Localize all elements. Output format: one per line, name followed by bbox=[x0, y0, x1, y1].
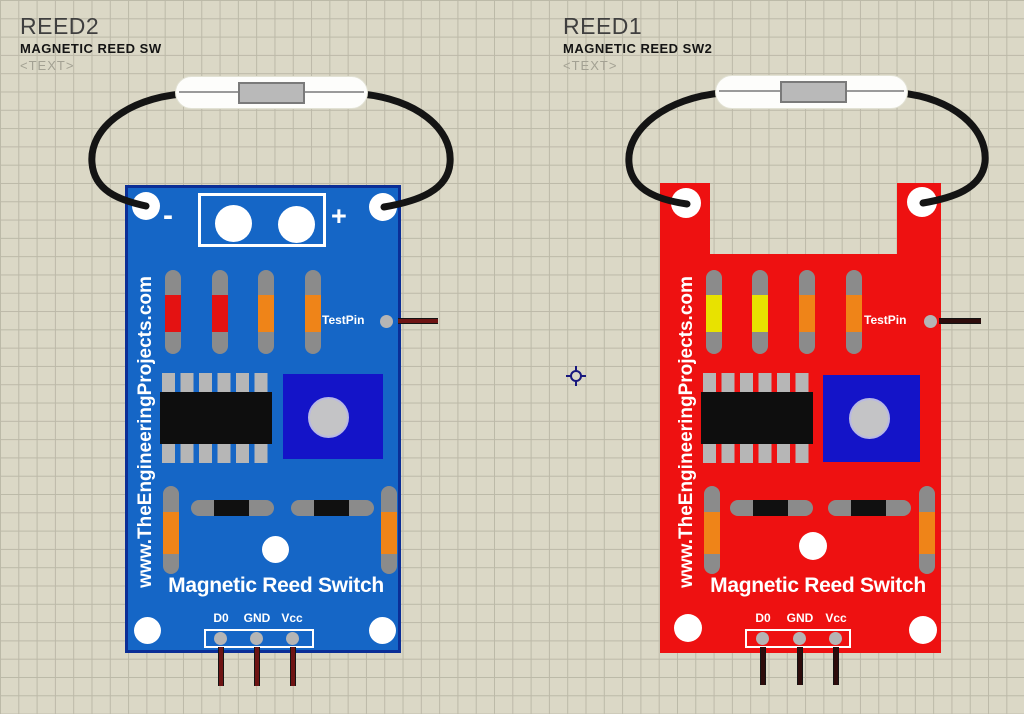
terminal-circle bbox=[215, 205, 252, 242]
testpin-label: TestPin bbox=[322, 313, 365, 327]
pin-wire-stub-vcc[interactable] bbox=[833, 647, 839, 685]
terminal-circle bbox=[278, 206, 315, 243]
resistor bbox=[919, 486, 935, 574]
reed1-wire-left[interactable] bbox=[625, 89, 725, 208]
pin-pad-d0[interactable] bbox=[214, 632, 227, 645]
mounting-hole bbox=[262, 536, 289, 563]
pin-pad-vcc[interactable] bbox=[286, 632, 299, 645]
pin-pad-vcc[interactable] bbox=[829, 632, 842, 645]
plus-sign: + bbox=[331, 201, 347, 231]
potentiometer-knob bbox=[308, 397, 349, 438]
reed1-glass-capsule[interactable] bbox=[715, 75, 908, 109]
pin-wire-stub-gnd[interactable] bbox=[254, 647, 260, 686]
reed1-wire-right[interactable] bbox=[897, 89, 989, 207]
pin-label-gnd: GND bbox=[243, 611, 271, 625]
resistor bbox=[706, 270, 722, 354]
reed2-wire-right[interactable] bbox=[358, 90, 454, 211]
resistor bbox=[704, 486, 720, 574]
pin-label-vcc: Vcc bbox=[281, 611, 303, 625]
pin-pad-gnd[interactable] bbox=[250, 632, 263, 645]
minus-sign: - bbox=[163, 199, 173, 232]
reed2-part-label[interactable]: MAGNETIC REED SW bbox=[20, 41, 162, 56]
pin-pad-d0[interactable] bbox=[756, 632, 769, 645]
pin-pad-gnd[interactable] bbox=[793, 632, 806, 645]
diode bbox=[730, 500, 813, 516]
reed2-wire-left[interactable] bbox=[88, 90, 185, 210]
diode bbox=[291, 500, 374, 516]
ic-pins-top bbox=[162, 373, 268, 393]
potentiometer-knob bbox=[849, 398, 890, 439]
ic-chip bbox=[701, 392, 813, 444]
resistor bbox=[381, 486, 397, 574]
mounting-hole bbox=[674, 614, 702, 642]
reed2-ref-label[interactable]: REED2 bbox=[20, 13, 100, 39]
diode bbox=[191, 500, 274, 516]
reed-metal-band bbox=[238, 82, 305, 104]
reed2-glass-capsule[interactable] bbox=[175, 76, 368, 109]
pin-wire-stub-d0[interactable] bbox=[760, 647, 766, 685]
pin-label-vcc: Vcc bbox=[825, 611, 847, 625]
reed2-text-tag[interactable]: <TEXT> bbox=[20, 58, 75, 73]
terminal-block bbox=[198, 193, 326, 247]
resistor bbox=[212, 270, 228, 354]
resistor bbox=[305, 270, 321, 354]
testpin-wire-stub[interactable] bbox=[398, 318, 438, 324]
testpin-wire-stub[interactable] bbox=[939, 318, 981, 324]
reed-metal-band bbox=[780, 81, 847, 103]
ic-chip bbox=[160, 392, 272, 444]
pin-label-d0: D0 bbox=[755, 611, 771, 625]
pin-wire-stub-d0[interactable] bbox=[218, 647, 224, 686]
pin-label-d0: D0 bbox=[213, 611, 229, 625]
board-title: Magnetic Reed Switch bbox=[710, 574, 926, 597]
mounting-hole bbox=[369, 617, 396, 644]
resistor bbox=[163, 486, 179, 574]
testpin-label: TestPin bbox=[864, 313, 907, 327]
testpin-pad[interactable] bbox=[924, 315, 937, 328]
ic-pins-top bbox=[703, 373, 809, 393]
reed1-text-tag[interactable]: <TEXT> bbox=[563, 58, 618, 73]
ic-pins-bottom bbox=[162, 443, 268, 463]
mounting-hole bbox=[134, 617, 161, 644]
resistor bbox=[752, 270, 768, 354]
mounting-hole bbox=[799, 532, 827, 560]
reed1-part-label[interactable]: MAGNETIC REED SW2 bbox=[563, 41, 713, 56]
testpin-pad[interactable] bbox=[380, 315, 393, 328]
resistor bbox=[165, 270, 181, 354]
pin-label-gnd: GND bbox=[786, 611, 814, 625]
ic-pins-bottom bbox=[703, 443, 809, 463]
pin-wire-stub-gnd[interactable] bbox=[797, 647, 803, 685]
resistor bbox=[258, 270, 274, 354]
reed1-ref-label[interactable]: REED1 bbox=[563, 13, 643, 39]
resistor bbox=[846, 270, 862, 354]
resistor bbox=[799, 270, 815, 354]
diode bbox=[828, 500, 911, 516]
pin-wire-stub-vcc[interactable] bbox=[290, 647, 296, 686]
origin-marker bbox=[566, 366, 586, 386]
mounting-hole bbox=[909, 616, 937, 644]
board-title: Magnetic Reed Switch bbox=[168, 574, 384, 597]
